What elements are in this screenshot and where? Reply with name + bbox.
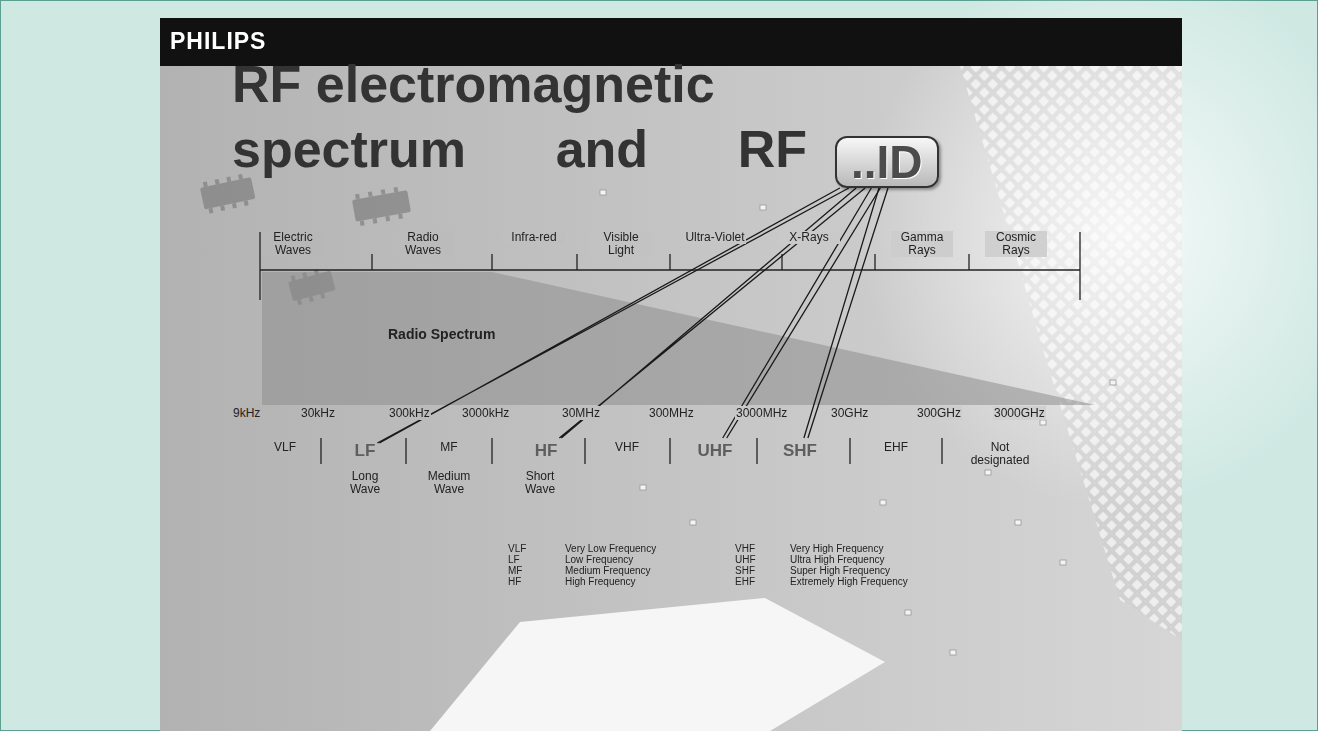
abbreviation-meaning: Very Low Frequency <box>565 543 656 554</box>
node-text: ..ID <box>851 139 923 185</box>
frequency-tick: 3000MHz <box>735 406 788 420</box>
band-name: HF <box>531 438 562 464</box>
spectrum-label: Infra-red <box>503 231 565 244</box>
slide-title: RF electromagnetic spectrum and RF <box>232 52 807 182</box>
region-label: Radio Spectrum <box>388 326 495 342</box>
spectrum-label: Visible Light <box>590 231 652 257</box>
frequency-tick: 30GHz <box>830 406 869 420</box>
frequency-tick: 9kHz <box>232 406 261 420</box>
frequency-tick: 300GHz <box>916 406 962 420</box>
band-alias: Medium Wave <box>424 470 474 496</box>
spectrum-label: X-Rays <box>778 231 840 244</box>
abbreviation-meaning: High Frequency <box>565 576 636 587</box>
connector-line <box>804 188 888 438</box>
node-text: HF <box>535 441 558 461</box>
spectrum-label: Gamma Rays <box>891 231 953 257</box>
frequency-tick: 300MHz <box>648 406 695 420</box>
band-label: VHF <box>602 441 652 454</box>
frequency-tick: 30MHz <box>561 406 601 420</box>
band-label: VLF <box>260 441 310 454</box>
band-label: Not designated <box>965 441 1035 467</box>
frequency-tick: 3000kHz <box>461 406 510 420</box>
frequency-tick: 3000GHz <box>993 406 1046 420</box>
band-name: SHF <box>779 438 821 464</box>
light-glow <box>860 0 1318 510</box>
abbreviation-meaning: Very High Frequency <box>790 543 883 554</box>
abbreviation-meaning: Extremely High Frequency <box>790 576 908 587</box>
abbreviation: EHF <box>735 576 755 587</box>
node-text: LF <box>355 441 376 461</box>
band-separators <box>321 438 942 464</box>
spectrum-label: Radio Waves <box>392 231 454 257</box>
spectrum-scale <box>260 232 1080 300</box>
band-name: LF <box>351 438 380 464</box>
band-name: UHF <box>694 438 737 464</box>
band-label: MF <box>424 441 474 454</box>
connector-line <box>723 188 881 438</box>
abbreviation: SHF <box>735 565 755 576</box>
brand-logo: PHILIPS <box>170 28 266 54</box>
frequency-tick: 300kHz <box>388 406 431 420</box>
band-alias: Long Wave <box>340 470 390 496</box>
paper-sheet <box>430 598 885 731</box>
abbreviation: VLF <box>508 543 526 554</box>
abbreviation: VHF <box>735 543 755 554</box>
band-alias: Short Wave <box>515 470 565 496</box>
abbreviation: UHF <box>735 554 756 565</box>
abbreviation-meaning: Ultra High Frequency <box>790 554 884 565</box>
abbreviation: LF <box>508 554 520 565</box>
abbreviation-meaning: Super High Frequency <box>790 565 890 576</box>
abbreviation: MF <box>508 565 522 576</box>
spectrum-label: Electric Waves <box>262 231 324 257</box>
band-label: EHF <box>871 441 921 454</box>
node-text: UHF <box>698 441 733 461</box>
connector-line <box>377 188 848 443</box>
abbreviation-meaning: Medium Frequency <box>565 565 651 576</box>
spectrum-label: Cosmic Rays <box>985 231 1047 257</box>
id-box: ..ID <box>835 136 939 188</box>
spectrum-label: Ultra-Violet <box>684 231 746 244</box>
abbreviation-meaning: Low Frequency <box>565 554 633 565</box>
node-text: SHF <box>783 441 817 461</box>
abbreviation: HF <box>508 576 521 587</box>
frequency-tick: 30kHz <box>300 406 336 420</box>
